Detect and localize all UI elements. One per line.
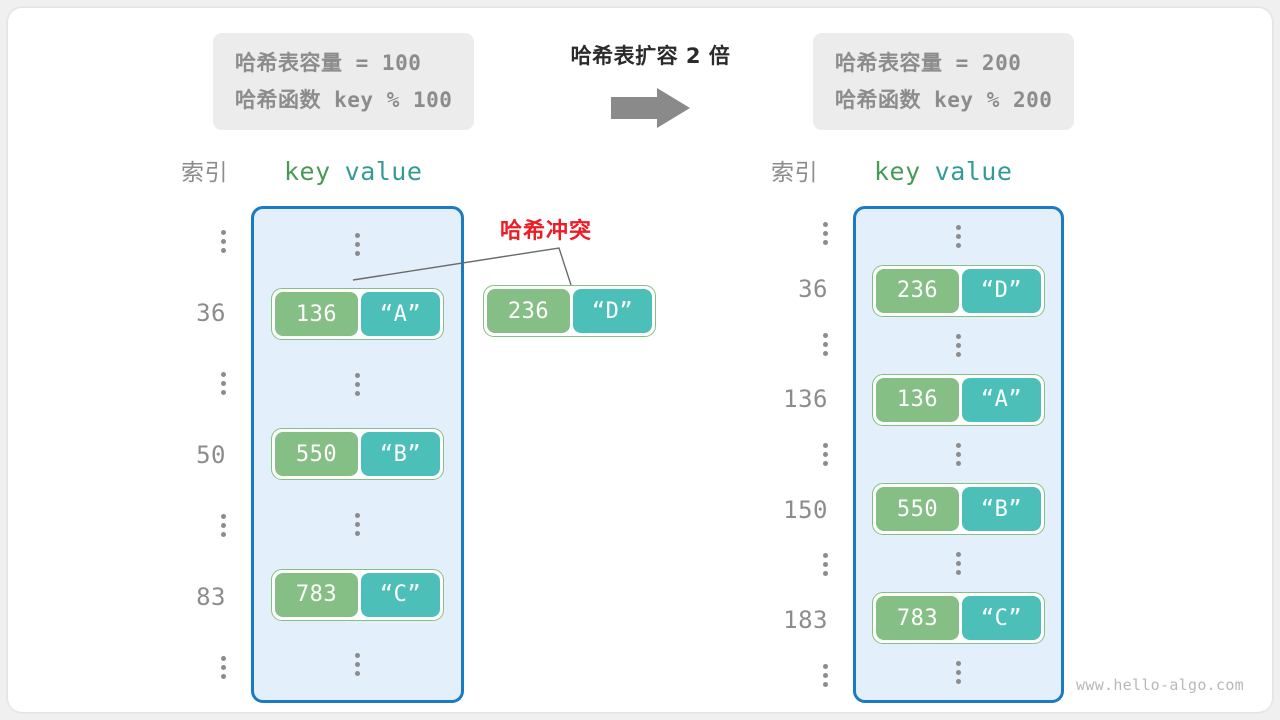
- vertical-ellipsis-icon: [956, 442, 961, 466]
- table-row: [355, 218, 360, 270]
- hash-function-after: 哈希函数 key % 200: [835, 88, 1053, 112]
- vertical-ellipsis-icon: [823, 442, 828, 466]
- index-label: 136: [783, 385, 828, 414]
- capacity-before: 哈希表容量 = 100: [235, 51, 422, 75]
- index-label: [823, 649, 828, 701]
- spec-box-after: 哈希表容量 = 200 哈希函数 key % 200: [813, 33, 1075, 130]
- index-label: 150: [783, 495, 828, 524]
- table-row: 550“B”: [872, 483, 1045, 535]
- index-label: [221, 358, 226, 410]
- hash-function-before: 哈希函数 key % 100: [235, 88, 453, 112]
- table-row: 136“A”: [271, 288, 444, 341]
- vertical-ellipsis-icon: [823, 332, 828, 356]
- key-value-pair[interactable]: 550“B”: [271, 428, 444, 481]
- key-value-pair[interactable]: 550“B”: [872, 483, 1045, 535]
- key-cell: 236: [876, 268, 959, 313]
- index-label: 36: [196, 298, 226, 327]
- diagram-canvas: 哈希表容量 = 100 哈希函数 key % 100 哈希表扩容 2 倍 哈希表…: [8, 8, 1272, 712]
- vertical-ellipsis-icon: [956, 552, 961, 576]
- column-headers-right: 索引 key value: [771, 153, 1012, 187]
- index-label: [823, 208, 828, 260]
- header-value-right: value: [934, 157, 1013, 186]
- key-cell: 550: [275, 432, 358, 477]
- index-label: [823, 318, 828, 370]
- vertical-ellipsis-icon: [221, 230, 226, 253]
- table-row: 783“C”: [872, 592, 1045, 645]
- key-cell: 236: [487, 289, 570, 333]
- vertical-ellipsis-icon: [221, 372, 226, 395]
- table-row: [956, 538, 961, 590]
- key-cell: 136: [275, 292, 358, 337]
- key-value-pair[interactable]: 236“D”: [483, 285, 656, 337]
- vertical-ellipsis-icon: [221, 514, 226, 537]
- table-row: [956, 428, 961, 480]
- vertical-ellipsis-icon: [221, 656, 226, 679]
- header-key-left: key: [284, 157, 331, 186]
- value-cell: “C”: [961, 596, 1041, 641]
- watermark: www.hello-algo.com: [1076, 676, 1244, 694]
- right-arrow-icon: [611, 88, 690, 128]
- key-value-pair[interactable]: 783“C”: [872, 592, 1045, 645]
- key-value-pair[interactable]: 236“D”: [872, 264, 1045, 317]
- vertical-ellipsis-icon: [823, 222, 828, 246]
- value-cell: “A”: [360, 292, 440, 337]
- index-label: [221, 216, 226, 268]
- table-row: 550“B”: [271, 428, 444, 481]
- vertical-ellipsis-icon: [355, 653, 360, 677]
- index-column-left: 36 50 83: [158, 206, 226, 703]
- key-cell: 783: [876, 596, 959, 641]
- key-cell: 550: [876, 487, 959, 531]
- key-value-pair[interactable]: 136“A”: [271, 288, 444, 341]
- table-row: [355, 358, 360, 410]
- capacity-after: 哈希表容量 = 200: [835, 51, 1022, 75]
- index-label: 83: [196, 582, 226, 611]
- index-label: 36: [798, 274, 828, 303]
- table-row: 783“C”: [271, 568, 444, 621]
- page-title: 哈希表扩容 2 倍: [570, 44, 731, 68]
- vertical-ellipsis-icon: [355, 372, 360, 396]
- index-label: [823, 428, 828, 480]
- index-label: [221, 500, 226, 552]
- value-cell: “B”: [961, 487, 1041, 531]
- key-value-pair[interactable]: 783“C”: [271, 568, 444, 621]
- vertical-ellipsis-icon: [956, 224, 961, 248]
- value-cell: “A”: [961, 377, 1041, 422]
- value-cell: “C”: [360, 572, 440, 617]
- vertical-ellipsis-icon: [823, 553, 828, 577]
- index-column-right: 36 136 150 183: [750, 206, 828, 703]
- header-index-right: 索引: [771, 160, 818, 186]
- value-cell: “B”: [360, 432, 440, 477]
- table-row: 136“A”: [872, 373, 1045, 426]
- hash-table-before: 136“A” 550“B” 783“C”: [251, 206, 464, 703]
- vertical-ellipsis-icon: [956, 661, 961, 685]
- key-value-pair[interactable]: 136“A”: [872, 373, 1045, 426]
- index-label: [221, 642, 226, 694]
- header-value-left: value: [344, 157, 423, 186]
- table-row: [956, 647, 961, 699]
- table-row: [355, 639, 360, 691]
- vertical-ellipsis-icon: [355, 232, 360, 256]
- header-index-left: 索引: [181, 160, 228, 186]
- collision-entry: 236“D”: [483, 285, 656, 337]
- key-cell: 783: [275, 572, 358, 617]
- hash-table-after: 236“D” 136“A” 550“B” 783“C”: [853, 206, 1064, 703]
- value-cell: “D”: [572, 289, 652, 333]
- index-label: 50: [196, 440, 226, 469]
- vertical-ellipsis-icon: [355, 513, 360, 537]
- collision-label: 哈希冲突: [500, 219, 593, 244]
- spec-box-before: 哈希表容量 = 100 哈希函数 key % 100: [213, 33, 475, 130]
- value-cell: “D”: [961, 268, 1041, 313]
- vertical-ellipsis-icon: [956, 333, 961, 357]
- key-cell: 136: [876, 377, 959, 422]
- index-label: 183: [783, 606, 828, 635]
- index-label: [823, 539, 828, 591]
- table-row: [956, 319, 961, 371]
- header-key-right: key: [874, 157, 921, 186]
- vertical-ellipsis-icon: [823, 663, 828, 687]
- table-row: [355, 499, 360, 551]
- table-row: 236“D”: [872, 264, 1045, 317]
- table-row: [956, 210, 961, 262]
- column-headers-left: 索引 key value: [181, 153, 422, 187]
